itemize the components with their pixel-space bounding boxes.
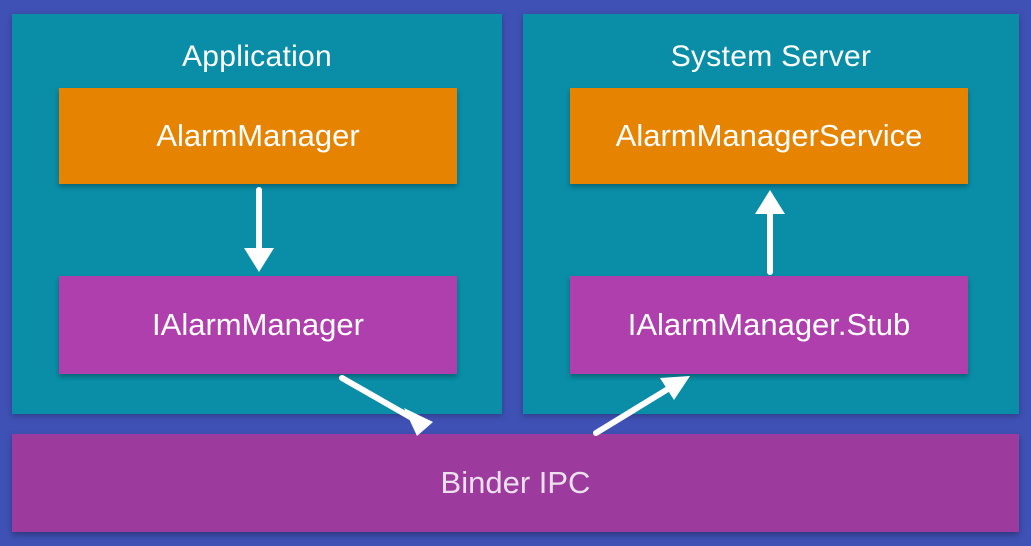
alarm-manager-service-box: AlarmManagerService: [570, 88, 968, 184]
alarm-manager-box: AlarmManager: [59, 88, 457, 184]
ialarm-manager-label: IAlarmManager: [152, 307, 364, 342]
ialarm-manager-stub-label: IAlarmManager.Stub: [627, 307, 911, 342]
ialarm-manager-stub-box: IAlarmManager.Stub: [570, 276, 968, 374]
binder-ipc-bar: Binder IPC: [12, 434, 1019, 532]
alarm-manager-label: AlarmManager: [156, 118, 360, 153]
ialarm-manager-box: IAlarmManager: [59, 276, 457, 374]
binder-ipc-label: Binder IPC: [440, 465, 591, 500]
application-title: Application: [181, 40, 333, 73]
system-server-title: System Server: [670, 40, 872, 73]
alarm-manager-service-label: AlarmManagerService: [615, 118, 923, 153]
